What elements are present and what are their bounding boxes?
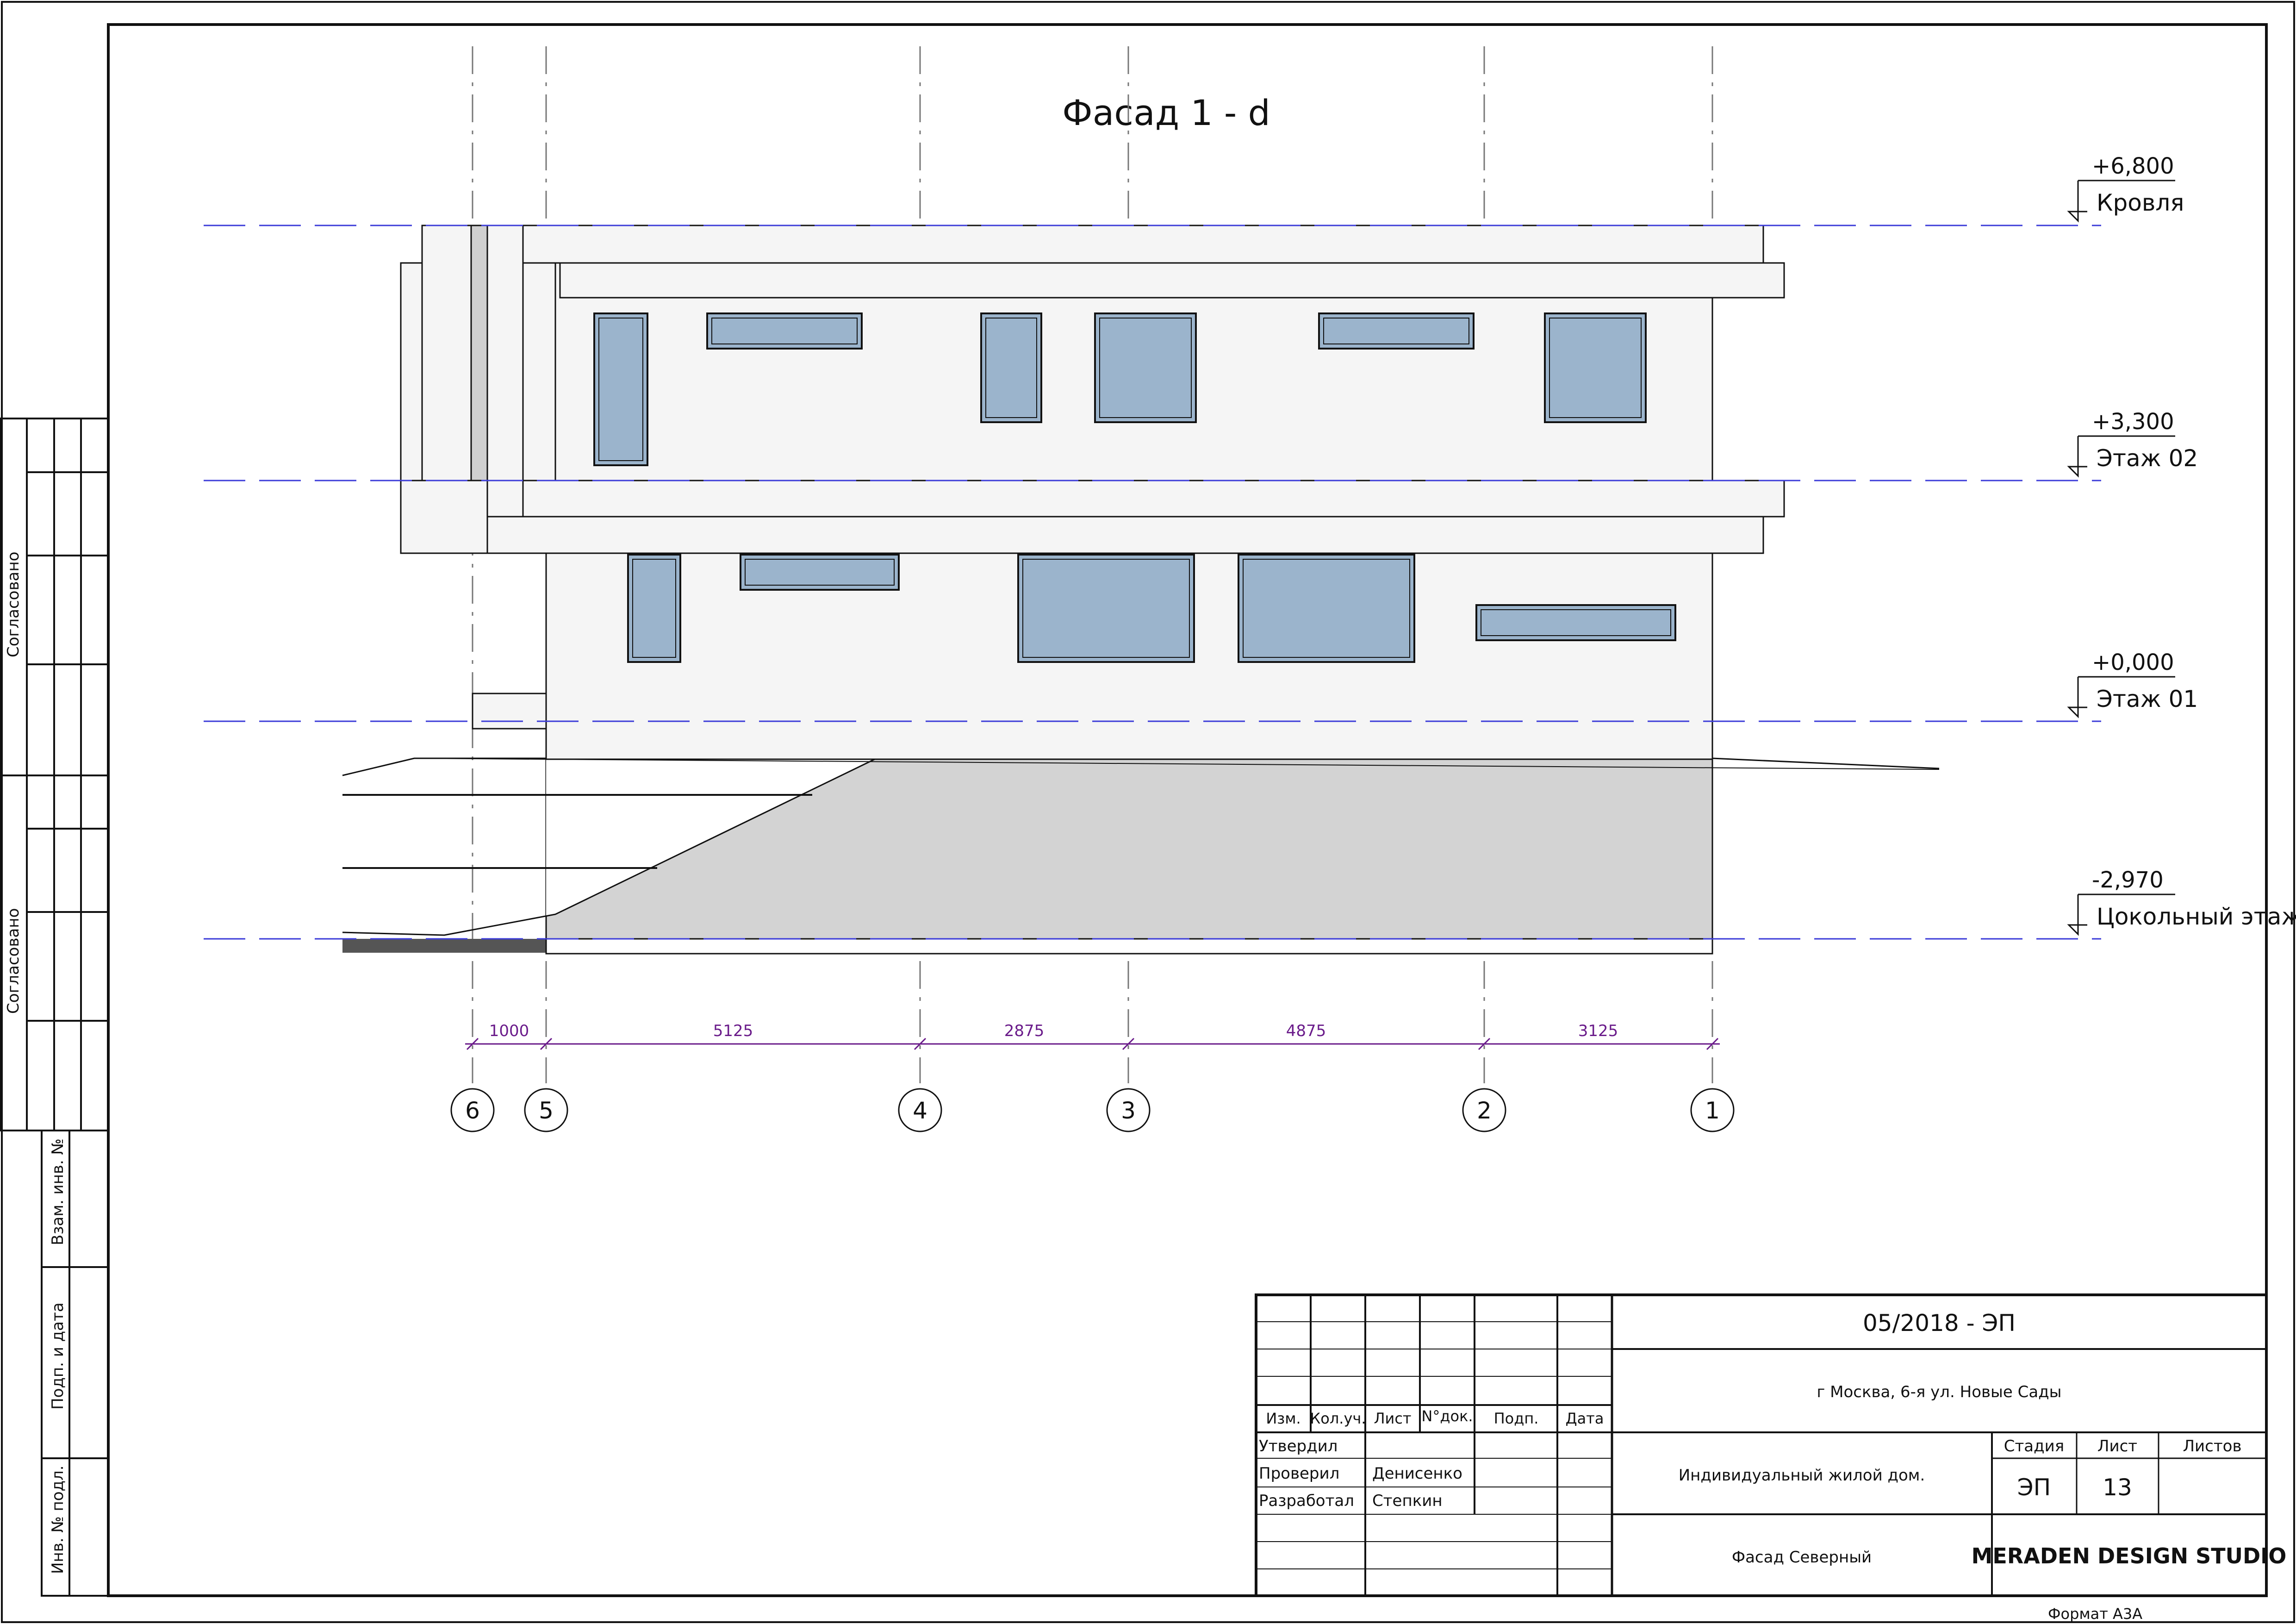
inv-no-label: Инв. № подл. xyxy=(49,1465,67,1574)
axis-label-1: 1 xyxy=(1705,1097,1720,1124)
foundation-slab xyxy=(545,938,1713,955)
document-code: 05/2018 - ЭП xyxy=(1863,1310,2016,1337)
sheets-label: Листов xyxy=(2183,1437,2241,1455)
header-ndok: N°док. xyxy=(1421,1407,1473,1425)
project-address: г Москва, 6-я ул. Новые Сады xyxy=(1817,1383,2061,1401)
header-podp: Подп. xyxy=(1494,1410,1539,1427)
dimension-1: 1000 xyxy=(489,1022,529,1040)
window-ground-4 xyxy=(1238,554,1415,663)
drawing-title: Фасад 1 - d xyxy=(1062,92,1270,133)
level-elevation-basement: -2,970 xyxy=(2092,867,2164,893)
role-developed: Разработал xyxy=(1259,1492,1354,1510)
role-approved: Утвердил xyxy=(1259,1437,1338,1455)
window-ground-5 xyxy=(1475,604,1676,641)
sheet-label: Лист xyxy=(2097,1437,2137,1455)
dimension-chain xyxy=(465,1037,1720,1050)
header-izm: Изм. xyxy=(1266,1410,1300,1427)
floor-slab-underside xyxy=(486,516,1764,554)
dimension-2: 5125 xyxy=(713,1022,753,1040)
stage-label: Стадия xyxy=(2004,1437,2064,1455)
level-name-roof: Кровля xyxy=(2097,189,2184,216)
level-name-basement: Цокольный этаж xyxy=(2097,903,2296,930)
project-name: Индивидуальный жилой дом. xyxy=(1679,1466,1925,1485)
sheet-value: 13 xyxy=(2103,1474,2132,1501)
header-list: Лист xyxy=(1374,1410,1411,1427)
level-name-floor1: Этаж 01 xyxy=(2097,686,2198,712)
terrain-slope-line xyxy=(342,758,875,936)
level-name-floor2: Этаж 02 xyxy=(2097,445,2198,472)
stage-value: ЭП xyxy=(2017,1474,2051,1501)
window-upper-4 xyxy=(1094,312,1197,423)
windows xyxy=(593,312,1676,663)
window-upper-1 xyxy=(593,312,648,466)
level-lines xyxy=(204,225,2101,940)
studio-name: MERADEN DESIGN STUDIO xyxy=(1972,1543,2287,1568)
sheet-format: Формат А3А xyxy=(2048,1605,2142,1623)
window-upper-3 xyxy=(980,312,1042,423)
axis-bubbles xyxy=(450,1088,1735,1132)
role-checked: Проверил xyxy=(1259,1464,1339,1483)
basement-and-ground xyxy=(342,757,1940,955)
axis-label-6: 6 xyxy=(465,1097,480,1124)
sign-date-label: Подп. и дата xyxy=(49,1302,67,1410)
level-elevation-roof: +6,800 xyxy=(2092,153,2174,179)
window-ground-2 xyxy=(740,554,900,591)
level-markers xyxy=(2067,180,2175,936)
window-upper-6 xyxy=(1544,312,1647,423)
header-data: Дата xyxy=(1566,1410,1604,1427)
axis-label-4: 4 xyxy=(913,1097,927,1124)
window-ground-1 xyxy=(627,554,681,663)
replaced-inv-label: Взам. инв. № xyxy=(49,1138,67,1245)
sheet-name: Фасад Северный xyxy=(1732,1548,1872,1567)
header-kol: Кол.уч. xyxy=(1310,1410,1366,1427)
floor-slab-band xyxy=(522,480,1785,518)
entrance-canopy xyxy=(472,693,547,730)
axis-label-2: 2 xyxy=(1477,1097,1492,1124)
level-elevation-floor1: +0,000 xyxy=(2092,650,2174,675)
roof-fascia xyxy=(559,262,1785,299)
name-checked: Денисенко xyxy=(1372,1464,1462,1483)
dimension-3: 2875 xyxy=(1004,1022,1045,1040)
window-upper-5 xyxy=(1318,312,1475,350)
agreed-label-1: Согласовано xyxy=(4,552,23,657)
axis-label-3: 3 xyxy=(1121,1097,1136,1124)
name-developed: Степкин xyxy=(1372,1492,1443,1510)
window-upper-2 xyxy=(706,312,863,350)
side-stamp-block xyxy=(0,418,109,1597)
axis-label-5: 5 xyxy=(539,1097,554,1124)
window-ground-3 xyxy=(1017,554,1195,663)
upper-floor xyxy=(400,225,1785,554)
title-block xyxy=(1255,1293,2268,1597)
dimension-4: 4875 xyxy=(1286,1022,1326,1040)
dimension-5: 3125 xyxy=(1578,1022,1618,1040)
level-elevation-floor2: +3,300 xyxy=(2092,409,2174,435)
agreed-label-2: Согласовано xyxy=(4,908,23,1014)
roof-slab xyxy=(421,225,1764,264)
foundation-slab-dark xyxy=(342,939,560,953)
